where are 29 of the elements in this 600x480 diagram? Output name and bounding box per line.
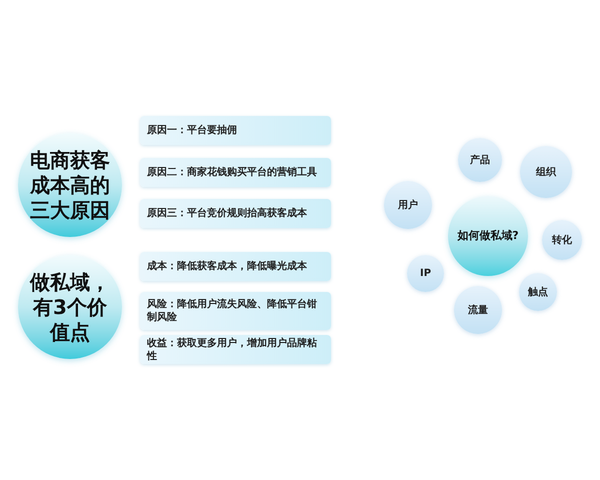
topic-bubble xyxy=(520,146,572,198)
text-box xyxy=(140,252,331,281)
node-text: 原因二：商家花钱购买平台的营销工具 xyxy=(147,166,317,179)
topic-bubble xyxy=(519,273,557,311)
node-text: 电商获客成本高的三大原因 xyxy=(30,148,110,222)
node-text: 成本：降低获客成本，降低曝光成本 xyxy=(147,260,307,273)
node-text: 流量 xyxy=(468,303,488,318)
node-text: 转化 xyxy=(552,234,572,248)
node-text: 风险：降低用户流失风险、降低平台钳制风险 xyxy=(147,298,318,324)
node-text: 原因三：平台竞价规则抬高获客成本 xyxy=(147,207,307,220)
node-text: 产品 xyxy=(470,154,490,168)
node-text: 组织 xyxy=(536,166,556,180)
text-box xyxy=(140,116,331,145)
node-text: 做私域，有3个价值点 xyxy=(30,270,110,344)
topic-bubble xyxy=(407,255,444,292)
node-text: 如何做私域? xyxy=(457,228,519,244)
text-box xyxy=(140,292,331,330)
text-box xyxy=(140,199,331,228)
node-text: IP xyxy=(420,267,432,281)
topic-bubble xyxy=(384,181,432,229)
topic-bubble xyxy=(458,138,502,182)
node-text: 收益：获取更多用户，增加用户品牌粘性 xyxy=(147,336,318,362)
text-box xyxy=(140,335,331,364)
node-text: 原因一：平台要抽佣 xyxy=(147,124,237,137)
topic-bubble xyxy=(454,286,502,334)
topic-bubble xyxy=(542,220,582,260)
text-box xyxy=(140,158,331,187)
node-text: 用户 xyxy=(398,198,418,212)
node-text: 触点 xyxy=(528,286,548,300)
